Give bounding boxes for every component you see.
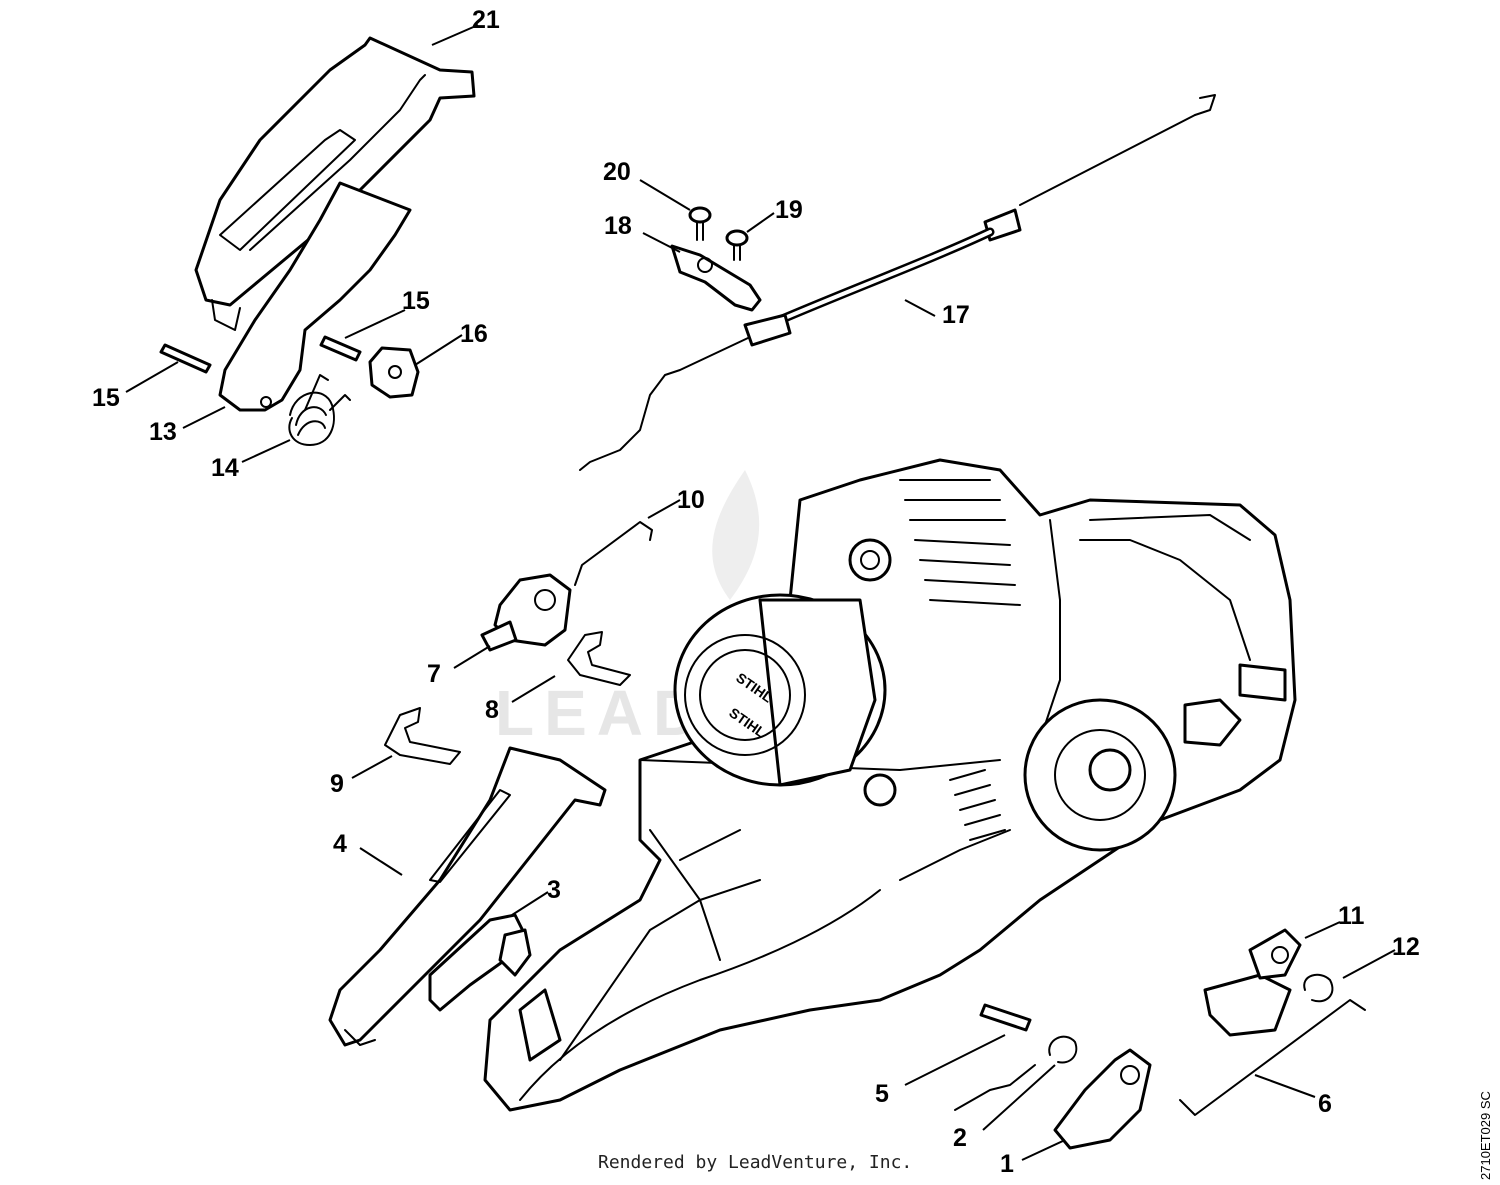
callout-13: 13: [149, 418, 177, 446]
part-21-handle-cover: [194, 36, 476, 331]
callout-6: 6: [1318, 1090, 1332, 1118]
part-9-spring: [384, 707, 461, 765]
part-6-rod: [1179, 999, 1366, 1116]
leader-lines: [125, 24, 1396, 1161]
callout-18: 18: [604, 212, 632, 240]
part-7-lever: [480, 573, 572, 652]
part-3-lockout: [428, 913, 532, 1012]
part-16-block: [368, 346, 420, 399]
callout-4: 4: [333, 830, 347, 858]
callout-9: 9: [330, 770, 344, 798]
callout-21: 21: [472, 6, 500, 34]
callout-11: 11: [1338, 902, 1365, 930]
callout-labels: 1 2 3 4 5 6 7 8 9 10 11 12 13 14 15 15 1…: [92, 6, 1420, 1178]
part-4-handle: [328, 746, 607, 1047]
callout-20: 20: [603, 158, 631, 186]
saw-body: STIHL STIHL: [483, 458, 1297, 1112]
part-2-spring: [954, 1035, 1078, 1111]
callout-16: 16: [460, 320, 488, 348]
part-1-throttle-lever: [1053, 1048, 1152, 1150]
part-13-throttle-trigger: [218, 181, 412, 412]
callout-1: 1: [1000, 1150, 1014, 1178]
callout-7: 7: [427, 660, 441, 688]
part-17-throttle-cable: [579, 94, 1216, 471]
part-15-pins: [159, 335, 362, 374]
part-14-torsion-spring: [288, 374, 351, 446]
callout-5: 5: [875, 1080, 889, 1108]
part-19-screw: [725, 229, 749, 261]
drawing-code: 2710ET029 SC: [1478, 1091, 1493, 1180]
part-10-rod: [574, 521, 653, 586]
callout-14: 14: [211, 454, 239, 482]
callout-19: 19: [775, 196, 803, 224]
callout-15-right: 15: [402, 287, 430, 315]
part-20-screw: [688, 206, 712, 241]
part-18-lever: [670, 244, 762, 312]
callout-2: 2: [953, 1124, 967, 1152]
callout-12: 12: [1392, 933, 1420, 961]
render-credit: Rendered by LeadVenture, Inc.: [598, 1152, 913, 1173]
part-8-spring: [567, 631, 631, 686]
part-12-spring: [1303, 973, 1334, 1003]
callout-15-left: 15: [92, 384, 120, 412]
callout-8: 8: [485, 696, 499, 724]
part-5-pin: [979, 1003, 1032, 1032]
part-11-lever: [1203, 928, 1302, 1037]
callout-3: 3: [547, 876, 561, 904]
callout-10: 10: [677, 486, 705, 514]
callout-17: 17: [942, 301, 970, 329]
